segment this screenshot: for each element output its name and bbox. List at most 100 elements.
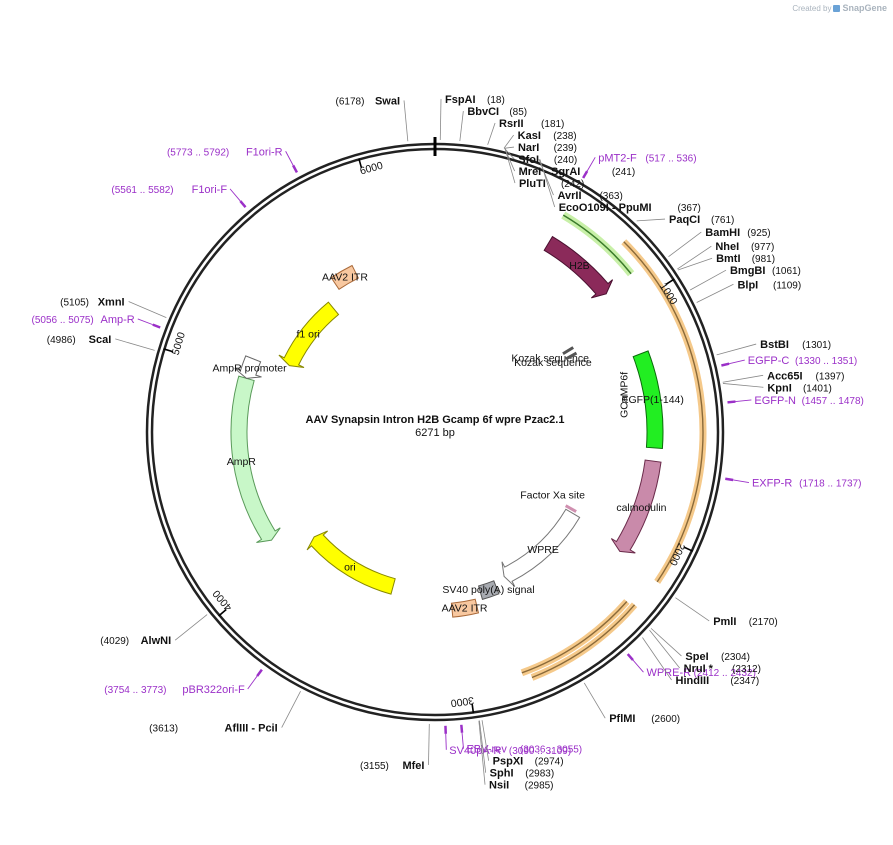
site-name: NruI * xyxy=(684,663,714,675)
site-name: KasI xyxy=(518,130,541,142)
backbone-layer xyxy=(145,137,725,722)
feature-calmodulin xyxy=(610,459,662,554)
primer-range: (5773 .. 5792) xyxy=(167,147,229,158)
tick-mark xyxy=(163,348,174,353)
site-position: (4986) xyxy=(47,335,76,346)
snapgene-credit: Created by SnapGene xyxy=(792,3,887,13)
chimeric-intron-arc xyxy=(562,214,632,275)
credit-brand: SnapGene xyxy=(842,3,887,13)
site-position: (2985) xyxy=(525,781,554,792)
primer-name: F1ori-R xyxy=(246,146,283,158)
orf-arc xyxy=(531,604,636,679)
site-name: NheI xyxy=(715,241,739,253)
site-position: (977) xyxy=(751,242,774,253)
primers-layer: pMT2-F(517 .. 536)EGFP-C(1330 .. 1351)EG… xyxy=(32,146,864,757)
site-name: SphI xyxy=(490,768,514,780)
site-leader xyxy=(281,691,301,728)
site-leader xyxy=(504,148,516,184)
site-name: PflMI xyxy=(609,713,635,725)
feature-label: AAV2 ITR xyxy=(442,603,488,615)
feature-label: AmpR xyxy=(227,456,257,468)
feature-label: EGFP(1-144) xyxy=(621,394,683,406)
site-name: PluTI xyxy=(519,178,546,190)
feature-kozak-sequence xyxy=(565,351,578,361)
site-leader xyxy=(439,99,442,141)
site-leader xyxy=(689,269,727,291)
site-name: FspAI xyxy=(445,94,476,106)
primer-name: pBR322ori-F xyxy=(182,684,245,696)
site-name: NsiI xyxy=(489,780,509,792)
site-name: HindIII xyxy=(676,675,710,687)
feature-label: H2B xyxy=(569,260,589,272)
primer-name: SV40pA-R xyxy=(449,745,501,757)
site-position: (3613) xyxy=(149,724,178,735)
site-name: BmtI xyxy=(716,253,740,265)
site-name: EcoO109I - PpuMI xyxy=(559,202,652,214)
snapgene-logo-icon xyxy=(833,4,841,12)
site-position: (6178) xyxy=(336,96,365,107)
primer-mark xyxy=(626,653,634,661)
primer-range: (5561 .. 5582) xyxy=(111,185,173,196)
primer-name: EGFP-N xyxy=(754,395,796,407)
primer-leader xyxy=(729,359,745,365)
primer-range: (517 .. 536) xyxy=(645,153,696,164)
site-leader xyxy=(487,122,496,145)
site-name: AlwNI xyxy=(141,635,172,647)
primer-leader xyxy=(137,318,153,326)
site-leader xyxy=(478,720,486,785)
primer-name: WPRE-R xyxy=(646,667,691,679)
site-position: (1109) xyxy=(773,280,801,291)
feature-label: f1 ori xyxy=(296,328,319,340)
primer-range: (2412 .. 2432) xyxy=(694,668,756,679)
site-leader xyxy=(642,637,672,681)
feature-wpre xyxy=(501,508,581,587)
primer-name: EGFP-C xyxy=(748,355,790,367)
primer-mark xyxy=(256,668,263,677)
site-leader xyxy=(722,383,764,388)
site-leader xyxy=(539,159,556,208)
site-position: (1397) xyxy=(816,371,845,382)
feature-f1-ori xyxy=(278,301,340,368)
tick-mark xyxy=(683,546,694,552)
site-leader xyxy=(459,111,464,142)
orf-arc xyxy=(623,241,704,583)
site-name: Acc65I xyxy=(767,370,802,382)
site-position: (2983) xyxy=(525,769,554,780)
site-position: (3155) xyxy=(360,761,389,772)
site-name: BmgBI xyxy=(730,265,765,277)
site-position: (240) xyxy=(554,155,577,166)
site-position: (367) xyxy=(678,203,701,214)
sites-layer: FspAI(18)BbvCI(85)RsrII(181)KasI(238)Nar… xyxy=(47,94,845,792)
site-name: MfeI xyxy=(402,760,424,772)
site-position: (5105) xyxy=(60,298,89,309)
site-position: (761) xyxy=(711,215,734,226)
site-name: SfoI xyxy=(518,154,539,166)
feature-label: AAV2 ITR xyxy=(322,271,368,283)
primer-name: F1ori-F xyxy=(192,184,228,196)
site-leader xyxy=(503,134,514,149)
site-leader xyxy=(504,148,515,160)
site-leader xyxy=(696,283,734,303)
site-name: RsrII xyxy=(499,118,523,130)
feature-aav2-itr xyxy=(330,264,360,290)
site-position: (1301) xyxy=(802,340,831,351)
site-position: (85) xyxy=(509,107,527,118)
feature-kozak-sequence xyxy=(562,346,574,356)
primer-range: (3036 .. 3055) xyxy=(520,745,582,756)
site-leader xyxy=(677,245,712,270)
site-name: XmnI xyxy=(98,297,125,309)
site-position: (238) xyxy=(553,131,576,142)
feature-sv40-poly-a-signal xyxy=(477,580,500,601)
site-leader xyxy=(504,146,515,149)
site-position: (2304) xyxy=(721,652,750,663)
feature-label: GCaMP6f xyxy=(618,372,630,418)
site-leader xyxy=(583,682,606,719)
site-position: (241) xyxy=(612,167,635,178)
primer-mark xyxy=(582,170,589,179)
site-name: MreI - SgrAI xyxy=(519,166,581,178)
site-leader xyxy=(649,629,680,669)
tick-mark xyxy=(665,278,675,286)
primer-mark xyxy=(725,477,734,482)
site-position: (1401) xyxy=(803,383,832,394)
feature-label: AmpR promoter xyxy=(213,363,288,375)
